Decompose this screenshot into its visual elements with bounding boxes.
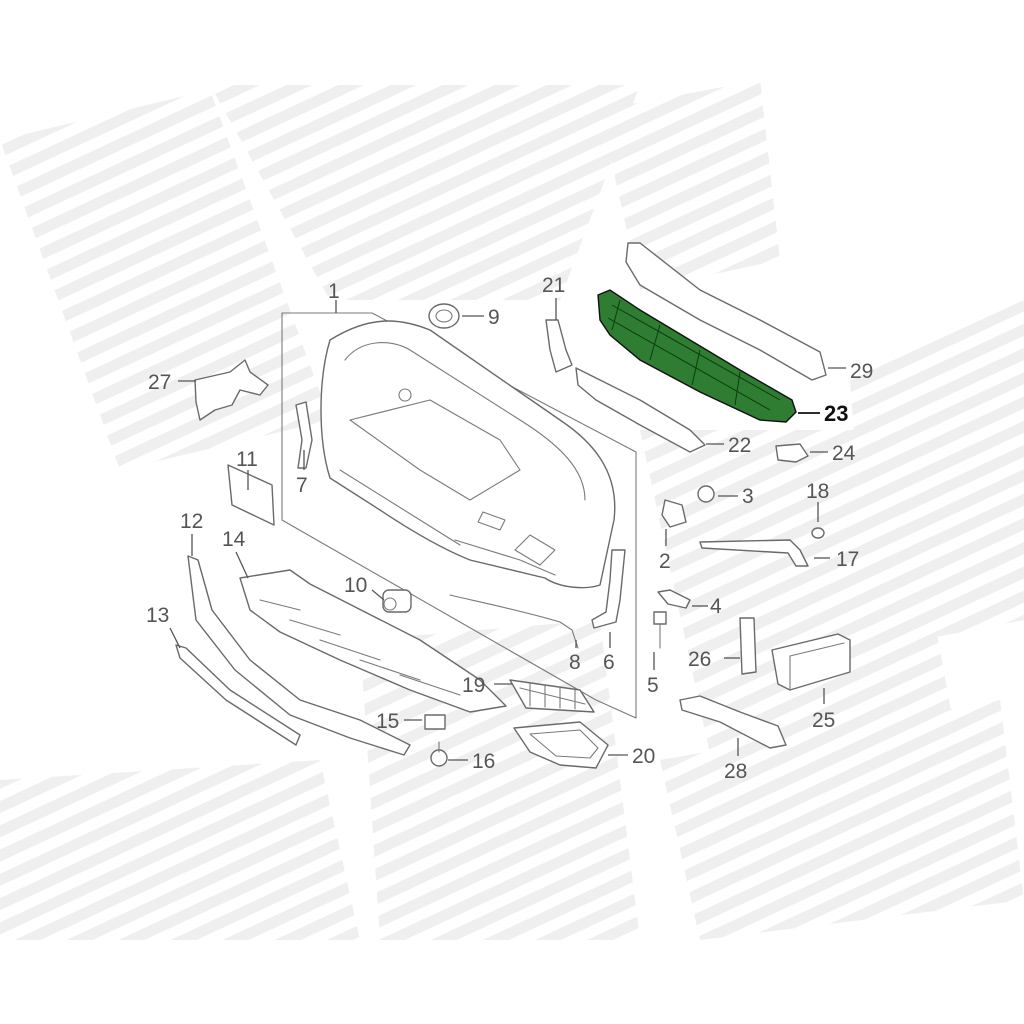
- callout-29: 29: [850, 360, 873, 383]
- part-19-grille-insert[interactable]: [509, 679, 595, 713]
- part-7-bracket[interactable]: [295, 401, 313, 469]
- part-20-fog-bezel[interactable]: [513, 721, 609, 769]
- callout-9: 9: [488, 306, 500, 329]
- callout-19: 19: [462, 674, 485, 697]
- part-23-support-frame[interactable]: [597, 289, 797, 423]
- callout-10: 10: [344, 574, 367, 597]
- callout-26: 26: [688, 648, 711, 671]
- callout-20: 20: [632, 745, 655, 768]
- callout-23: 23: [824, 401, 848, 426]
- callout-labels: 1 2 3 4 5 6 7 8 9 10 11 12 13 14 15 16 1…: [146, 274, 873, 783]
- callout-13: 13: [146, 604, 169, 627]
- callout-28: 28: [724, 760, 747, 783]
- part-11-plate-bracket[interactable]: [227, 464, 275, 526]
- callout-5: 5: [647, 674, 659, 697]
- callout-27: 27: [148, 371, 171, 394]
- part-4-bracket[interactable]: [657, 589, 691, 609]
- part-14-undertray[interactable]: [239, 569, 507, 713]
- part-17-trim-strip[interactable]: [699, 539, 809, 567]
- callout-25: 25: [812, 709, 835, 732]
- part-15-clip[interactable]: [424, 714, 446, 730]
- part-1-bumper-cover[interactable]: [320, 320, 616, 589]
- callout-11: 11: [236, 448, 258, 471]
- callout-21: 21: [542, 274, 565, 297]
- callout-1: 1: [328, 280, 340, 303]
- part-5-bolt[interactable]: [653, 611, 667, 649]
- part-16-screw[interactable]: [430, 741, 448, 767]
- part-13-trim-strip[interactable]: [175, 644, 301, 746]
- callout-12: 12: [180, 510, 203, 533]
- callout-8: 8: [569, 651, 581, 674]
- part-9-emblem[interactable]: [428, 303, 460, 329]
- callout-7: 7: [296, 474, 308, 497]
- callout-17: 17: [836, 548, 859, 571]
- part-8-cable[interactable]: [449, 594, 579, 649]
- part-24-clip[interactable]: [775, 443, 809, 463]
- part-27-wire-harness[interactable]: [194, 359, 269, 421]
- callout-24: 24: [832, 442, 856, 465]
- part-6-side-bracket[interactable]: [591, 549, 626, 629]
- callout-22: 22: [728, 434, 751, 457]
- part-1-frame: [281, 312, 637, 719]
- part-29-impact-beam[interactable]: [625, 242, 827, 381]
- callout-16: 16: [472, 750, 495, 773]
- callout-15: 15: [376, 710, 399, 733]
- leader-lines: [169, 298, 846, 761]
- part-21-bracket[interactable]: [545, 319, 573, 373]
- part-18-washer[interactable]: [811, 527, 825, 539]
- part-12-lip-spoiler[interactable]: [187, 555, 411, 756]
- part-2-clip[interactable]: [661, 499, 687, 528]
- part-3-fastener[interactable]: [697, 485, 715, 503]
- callout-18: 18: [806, 480, 829, 503]
- callout-14: 14: [222, 528, 246, 551]
- callout-3: 3: [742, 485, 754, 508]
- part-26-bracket[interactable]: [739, 617, 757, 675]
- callout-2: 2: [659, 550, 671, 573]
- part-22-air-guide[interactable]: [575, 367, 706, 453]
- part-10-sensor[interactable]: [382, 589, 412, 613]
- part-25-module-bracket[interactable]: [771, 633, 851, 691]
- part-28-absorber[interactable]: [679, 695, 787, 749]
- callout-6: 6: [603, 651, 615, 674]
- callout-4: 4: [710, 595, 722, 618]
